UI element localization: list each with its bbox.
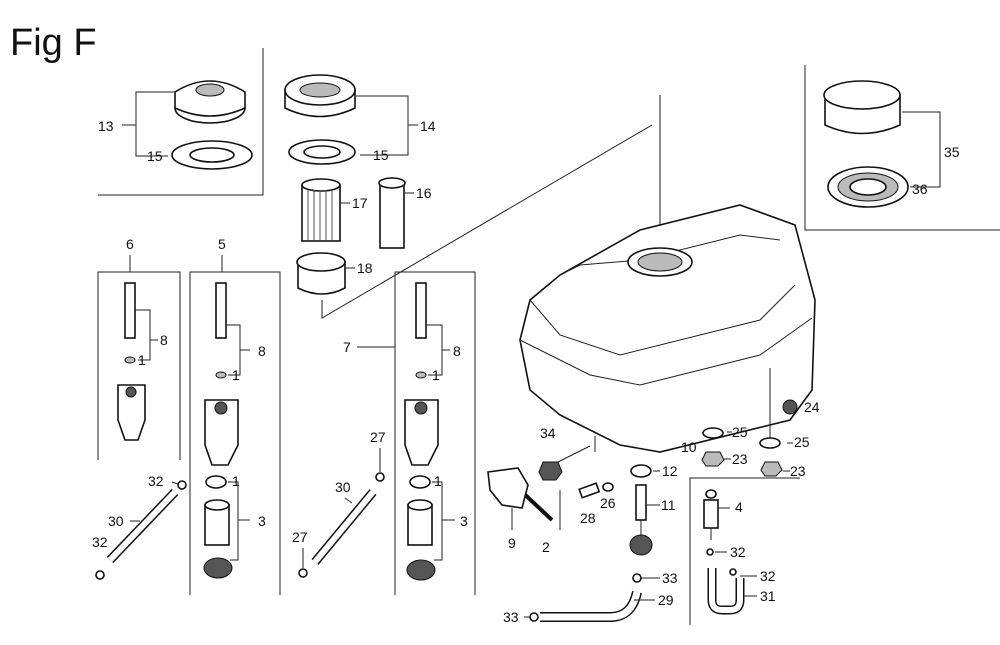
callout-14: 14 <box>420 118 436 134</box>
callout-32: 32 <box>730 544 746 560</box>
callout-11: 11 <box>661 497 676 513</box>
callout-10: 10 <box>681 439 697 455</box>
callout-16: 16 <box>416 185 432 201</box>
callout-25: 25 <box>794 434 810 450</box>
callout-15: 15 <box>147 148 163 164</box>
callout-3: 3 <box>258 513 266 529</box>
callout-1: 1 <box>232 367 240 383</box>
callout-9: 9 <box>508 535 516 551</box>
callout-32: 32 <box>92 534 108 550</box>
callout-33: 33 <box>503 609 519 625</box>
callout-27: 27 <box>370 429 386 445</box>
callout-26: 26 <box>600 495 616 511</box>
callout-13: 13 <box>98 118 114 134</box>
callout-30: 30 <box>335 479 351 495</box>
fuel-tubes <box>95 448 385 580</box>
callout-7: 7 <box>343 339 351 355</box>
callout-23: 23 <box>790 463 806 479</box>
inset-box-cap-35 <box>804 65 1000 231</box>
callout-27: 27 <box>292 529 308 545</box>
fuel-tank <box>519 204 816 453</box>
callout-8: 8 <box>258 343 266 359</box>
callout-18: 18 <box>357 260 373 276</box>
callout-29: 29 <box>658 592 674 608</box>
callout-28: 28 <box>580 510 596 526</box>
callout-23: 23 <box>732 451 748 467</box>
callout-32: 32 <box>148 473 164 489</box>
callout-15: 15 <box>373 147 389 163</box>
callout-8: 8 <box>160 332 168 348</box>
callout-2: 2 <box>542 539 550 555</box>
inset-box-filter-4 <box>689 477 800 625</box>
callout-24: 24 <box>804 399 820 415</box>
callout-4: 4 <box>735 499 743 515</box>
callout-31: 31 <box>760 588 776 604</box>
callout-35: 35 <box>944 144 960 160</box>
callout-labels: 13 15 14 15 17 16 18 35 36 6 8 1 5 8 1 1… <box>92 118 960 625</box>
callout-1: 1 <box>432 367 440 383</box>
callout-1: 1 <box>434 473 442 489</box>
callout-5: 5 <box>218 236 226 252</box>
callout-6: 6 <box>126 236 134 252</box>
callout-1: 1 <box>138 352 146 368</box>
figure-title: Fig F <box>10 22 97 64</box>
callout-1: 1 <box>232 473 240 489</box>
valve-box-6 <box>97 255 181 460</box>
callout-17: 17 <box>352 195 368 211</box>
callout-34: 34 <box>540 425 556 441</box>
cap-14-assembly <box>284 74 661 319</box>
callout-25: 25 <box>732 424 748 440</box>
callout-30: 30 <box>108 513 124 529</box>
tank-hardware <box>487 399 798 622</box>
callout-32: 32 <box>760 568 776 584</box>
valve-box-5 <box>189 255 281 595</box>
callout-12: 12 <box>662 463 678 479</box>
valve-box-7 <box>357 271 476 595</box>
callout-8: 8 <box>453 343 461 359</box>
callout-3: 3 <box>460 513 468 529</box>
callout-36: 36 <box>912 181 928 197</box>
callout-33: 33 <box>662 570 678 586</box>
inset-box-cap-13 <box>98 48 264 196</box>
